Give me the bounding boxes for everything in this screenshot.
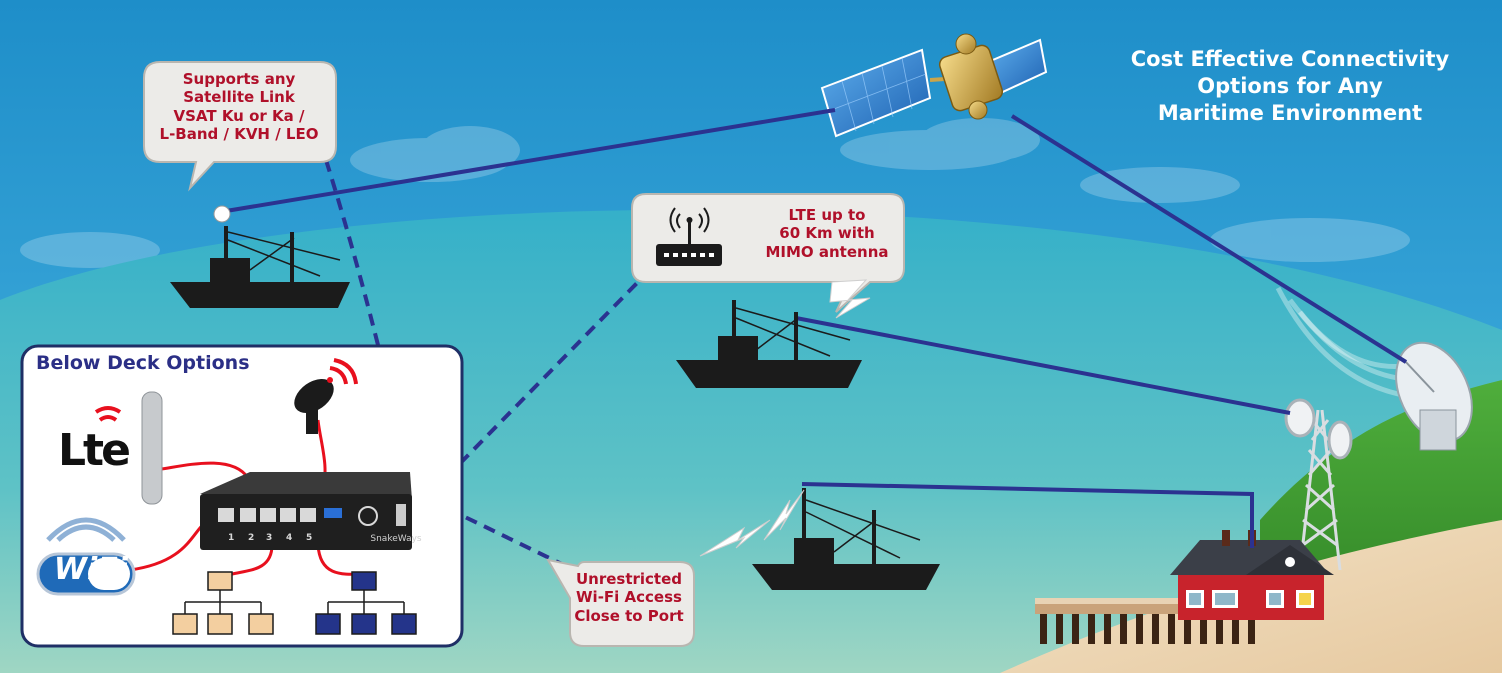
callout-line: Satellite Link bbox=[183, 88, 295, 107]
harbor-house bbox=[1170, 530, 1334, 620]
wifi-logo: WiFi bbox=[53, 552, 129, 587]
below-deck-panel bbox=[20, 344, 464, 648]
callout-satellite-bubble bbox=[143, 61, 337, 192]
cell-tower bbox=[1284, 398, 1353, 571]
network-tan bbox=[172, 571, 274, 635]
lte-logo: Lte bbox=[58, 425, 131, 476]
router-port-label: 4 bbox=[286, 533, 293, 543]
router-port-label: 5 bbox=[306, 533, 313, 543]
callout-line: VSAT Ku or Ka / bbox=[173, 106, 305, 125]
wifi-logo-badge bbox=[36, 517, 136, 596]
below-deck-title: Below Deck Options bbox=[36, 352, 250, 374]
router-port-label: 2 bbox=[248, 533, 255, 543]
solid-links bbox=[219, 108, 1408, 548]
headline-line: Maritime Environment bbox=[1157, 100, 1423, 125]
callout-line: LTE up to bbox=[788, 206, 866, 224]
ship-1 bbox=[170, 205, 350, 308]
headline-title: Cost Effective Connectivity Options for … bbox=[1080, 46, 1500, 127]
ship-2 bbox=[676, 300, 862, 388]
router-port-label: 3 bbox=[266, 533, 273, 543]
callout-lte-bubble bbox=[631, 193, 905, 313]
callout-line: 60 Km with bbox=[779, 224, 875, 243]
callout-satellite-text: Supports any Satellite Link VSAT Ku or K… bbox=[142, 70, 336, 143]
ship-3 bbox=[752, 488, 940, 590]
callout-line: Wi-Fi Access bbox=[576, 588, 682, 607]
satellite-dish-icon bbox=[294, 358, 358, 434]
callout-wifi-bubble bbox=[546, 558, 695, 647]
callout-lte-text: LTE up to 60 Km with MIMO antenna bbox=[748, 206, 906, 261]
headline-line: Options for Any bbox=[1197, 73, 1383, 98]
router-brand-label: SnakeWays bbox=[370, 534, 422, 544]
ground-station-dish bbox=[1275, 286, 1473, 451]
callout-line: Close to Port bbox=[574, 606, 684, 625]
lte-router-icon bbox=[656, 207, 722, 266]
callout-line: L-Band / KVH / LEO bbox=[159, 124, 319, 143]
pier bbox=[1035, 598, 1255, 644]
network-blue bbox=[315, 571, 417, 635]
headline-line: Cost Effective Connectivity bbox=[1130, 47, 1450, 71]
callout-wifi-text: Unrestricted Wi-Fi Access Close to Port bbox=[570, 570, 688, 625]
signal-bolts bbox=[699, 279, 871, 557]
callout-line: Supports any bbox=[182, 70, 296, 88]
router-port-label: 1 bbox=[228, 533, 235, 543]
callout-line: MIMO antenna bbox=[765, 242, 889, 261]
satellite bbox=[820, 33, 1048, 138]
callout-line: Unrestricted bbox=[575, 570, 683, 588]
snakeways-router bbox=[200, 472, 412, 550]
